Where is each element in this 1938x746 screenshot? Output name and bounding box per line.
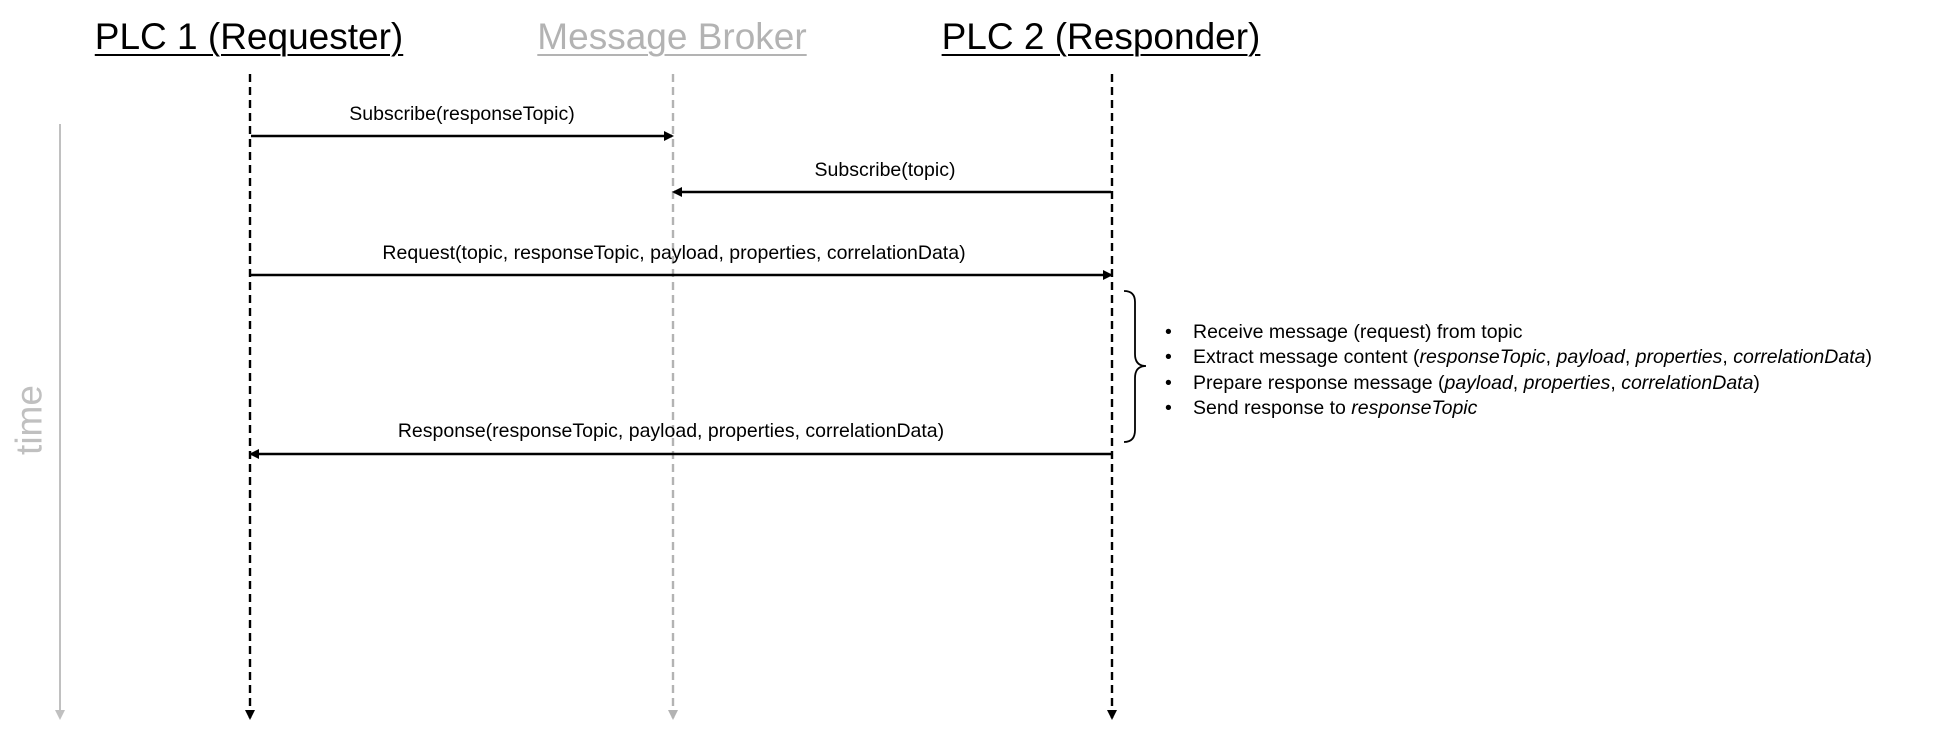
request-label: Request(topic, responseTopic, payload, p… <box>382 242 966 264</box>
responder-step-item: Send response to responseTopic <box>1165 396 1872 422</box>
responder-step-text: Send response to <box>1193 396 1352 419</box>
responder-step-text: Prepare response message ( <box>1193 371 1445 394</box>
time-axis-label: time <box>8 385 50 455</box>
plc2-title: PLC 2 (Responder) <box>941 16 1261 57</box>
responder-step-text: ) <box>1753 371 1760 394</box>
responder-step-text: payload <box>1556 346 1625 369</box>
responder-step-text: , <box>1610 371 1622 394</box>
response-label: Response(responseTopic, payload, propert… <box>397 420 945 442</box>
responder-step-text: properties <box>1635 346 1723 369</box>
responder-steps-list: Receive message (request) from topicExtr… <box>1165 320 1872 421</box>
responder-step-text: Extract message content ( <box>1193 346 1420 369</box>
responder-step-item: Extract message content (responseTopic, … <box>1165 345 1872 371</box>
responder-step-item: Prepare response message (payload, prope… <box>1165 371 1872 397</box>
responder-step-text: , <box>1512 371 1524 394</box>
responder-step-text: responseTopic <box>1351 396 1478 419</box>
responder-step-text: correlationData <box>1733 346 1866 369</box>
processing-brace <box>1123 290 1147 443</box>
responder-step-text: , <box>1545 346 1557 369</box>
subscribe-response-label: Subscribe(responseTopic) <box>349 103 575 125</box>
responder-step-text: payload <box>1444 371 1513 394</box>
responder-step-text: properties <box>1523 371 1611 394</box>
responder-step-text: , <box>1624 346 1636 369</box>
broker-title: Message Broker <box>537 16 807 57</box>
responder-step-text: responseTopic <box>1419 346 1546 369</box>
subscribe-topic-label: Subscribe(topic) <box>814 159 956 181</box>
responder-step-item: Receive message (request) from topic <box>1165 320 1872 346</box>
responder-step-text: ) <box>1865 346 1872 369</box>
responder-step-text: Receive message (request) from topic <box>1193 321 1523 343</box>
responder-step-text: , <box>1722 346 1734 369</box>
responder-step-text: correlationData <box>1621 371 1754 394</box>
plc1-title: PLC 1 (Requester) <box>94 16 404 57</box>
